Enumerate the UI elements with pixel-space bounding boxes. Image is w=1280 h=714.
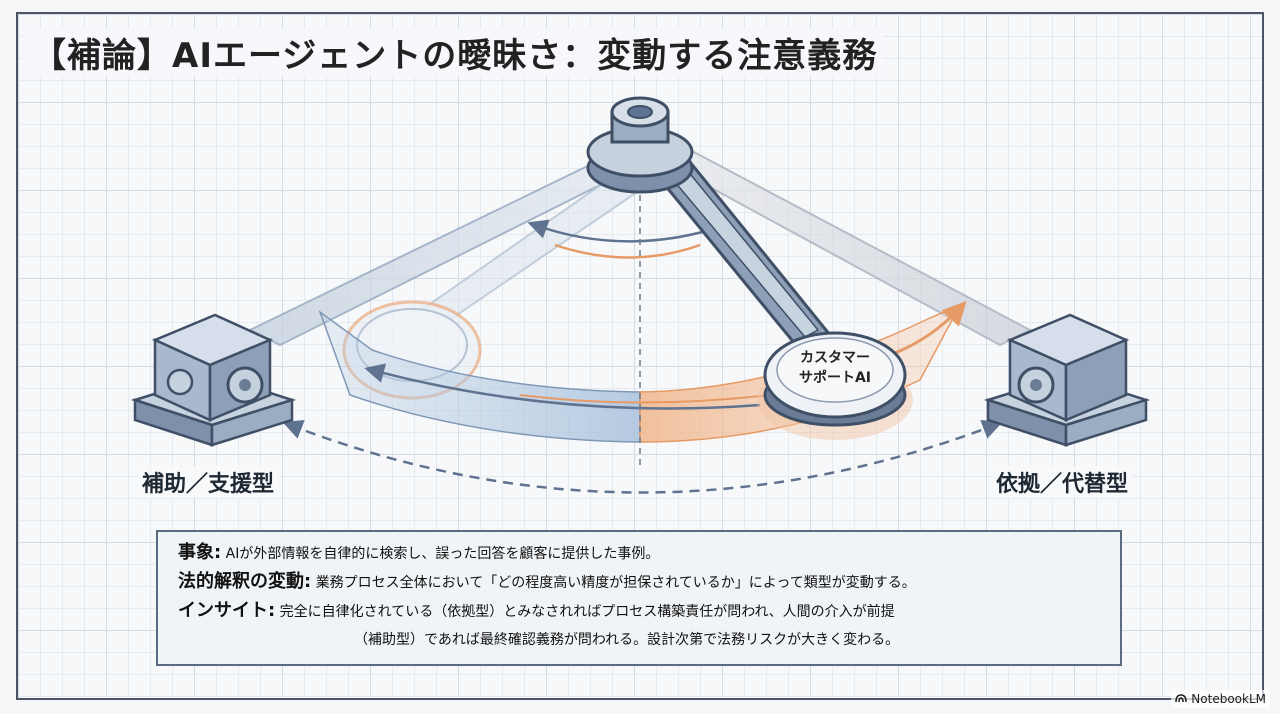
case-key: 事象:: [178, 542, 222, 563]
page-title: 【補論】AIエージェントの曖昧さ：変動する注意義務: [26, 28, 884, 77]
legal-key: 法的解釈の変動:: [178, 571, 312, 592]
brand-name: NotebookLM: [1191, 692, 1266, 706]
ai-disc: [757, 331, 913, 440]
notebooklm-logo-icon: [1175, 692, 1188, 706]
info-row-insight-cont: （補助型）であれば最終確認義務が問われる。設計次第で法務リスクが大きく変わる。: [178, 629, 1100, 651]
right-cube: [983, 313, 1151, 447]
arrow-right-orange: [889, 300, 967, 357]
case-text: AIが外部情報を自律的に検索し、誤った回答を顧客に提供した事例。: [221, 546, 660, 562]
insight-text-2: （補助型）であれば最終確認義務が問われる。設計次第で法務リスクが大きく変わる。: [354, 632, 900, 648]
label-reliance-type: 依拠／代替型: [992, 466, 1133, 498]
info-box: 事象: AIが外部情報を自律的に検索し、誤った回答を顧客に提供した事例。 法的解…: [156, 530, 1122, 666]
arc-dashed-bottom: [282, 419, 1003, 494]
ghost-arm-left: [247, 158, 642, 400]
left-cube: [130, 313, 297, 447]
arrow-sweep-left: [364, 363, 761, 410]
insight-text-1: 完全に自律化されている（依拠型）とみなされればプロセス構築責任が問われ、人間の介…: [275, 604, 895, 620]
label-assist-type: 補助／支援型: [138, 466, 279, 498]
info-row-legal: 法的解釈の変動: 業務プロセス全体において「どの程度高い精度が担保されているか」…: [178, 571, 1100, 594]
legal-text: 業務プロセス全体において「どの程度高い精度が担保されているか」によって類型が変動…: [311, 575, 916, 591]
arrow-upper-blue: [527, 219, 711, 243]
info-row-case: 事象: AIが外部情報を自律的に検索し、誤った回答を顧客に提供した事例。: [178, 542, 1100, 565]
arrow-sweep-right: [519, 394, 771, 404]
brand-badge: NotebookLM: [1171, 690, 1270, 708]
pivot-hub: [586, 96, 694, 194]
disc-label-line2: サポートAI: [799, 369, 871, 386]
disc-label-line1: カスタマー: [800, 350, 870, 366]
info-row-insight: インサイト: 完全に自律化されている（依拠型）とみなされればプロセス構築責任が問…: [178, 600, 1100, 623]
arrow-upper-orange: [554, 243, 701, 259]
insight-key: インサイト:: [178, 600, 276, 621]
